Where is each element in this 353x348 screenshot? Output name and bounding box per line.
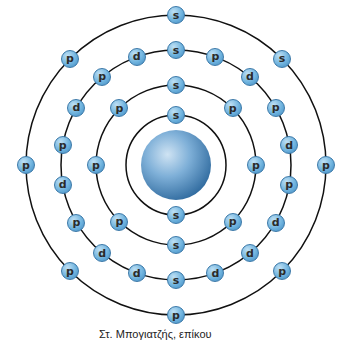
electron-circle: p (61, 50, 79, 68)
orbital-letter: p (172, 310, 180, 321)
electron-circle: s (167, 76, 185, 94)
orbital-letter: p (92, 160, 100, 171)
orbital-letter: p (229, 103, 237, 114)
electron-circle: p (54, 136, 72, 154)
orbital-letter: p (98, 71, 106, 82)
electron-circle: d (206, 264, 224, 282)
electron-circle: p (317, 156, 335, 174)
electron-circle: p (87, 156, 105, 174)
electron-circle: s (167, 41, 185, 59)
orbital-letter: d (211, 268, 219, 279)
orbital-letter: s (173, 275, 180, 286)
orbital-letter: s (173, 10, 180, 21)
electron-circle: p (224, 213, 242, 231)
orbital-letter: d (285, 140, 293, 151)
electron-circle: s (167, 236, 185, 254)
electron-circle: d (241, 244, 259, 262)
electron-circle: p (206, 48, 224, 66)
orbital-letter: p (252, 160, 260, 171)
orbital-letter: p (115, 216, 123, 227)
electron-circle: d (280, 136, 298, 154)
orbital-letter: d (246, 248, 254, 259)
electron-circle: d (128, 264, 146, 282)
electron-circle: p (247, 156, 265, 174)
orbital-letter: d (72, 102, 80, 113)
orbital-letter: d (98, 248, 106, 259)
orbital-letter: p (272, 102, 280, 113)
orbital-letter: s (173, 210, 180, 221)
orbital-letter: p (322, 160, 330, 171)
orbital-letter: s (279, 53, 286, 64)
orbital-letter: d (246, 71, 254, 82)
electron-circle: p (110, 213, 128, 231)
electron-circle: p (93, 68, 111, 86)
orbital-letter: s (173, 45, 180, 56)
author-watermark: Στ. Μπογιατζής, επίκου (97, 328, 214, 340)
electron-circle: p (61, 262, 79, 280)
electron-circle: p (167, 306, 185, 324)
electron-circle: d (54, 176, 72, 194)
electron-circle: d (67, 99, 85, 117)
electron-circle: d (128, 48, 146, 66)
orbital-letter: d (272, 217, 280, 228)
orbital-letter: p (211, 51, 219, 62)
orbital-letter: s (173, 80, 180, 91)
electron-circle: p (267, 99, 285, 117)
electron-circle: s (167, 206, 185, 224)
shell-ring (61, 50, 291, 280)
electron-circle: s (167, 271, 185, 289)
shell-ring (26, 15, 326, 315)
shell-ring (126, 115, 226, 215)
orbital-letter: p (278, 266, 286, 277)
orbital-letter: s (173, 240, 180, 251)
orbital-letter: d (59, 179, 67, 190)
orbital-letter: p (66, 266, 74, 277)
electron-circle: d (241, 68, 259, 86)
electron-circle: s (273, 50, 291, 68)
nucleus (141, 130, 211, 200)
electron-circle: p (224, 99, 242, 117)
orbital-letter: p (66, 53, 74, 64)
electron-circle: p (17, 156, 35, 174)
electron-circle: p (67, 214, 85, 232)
electron-circle: d (267, 214, 285, 232)
orbital-letter: p (22, 160, 30, 171)
orbital-letter: p (285, 179, 293, 190)
electron-circle: s (167, 106, 185, 124)
orbital-letter: p (72, 217, 80, 228)
electron-circle: p (273, 262, 291, 280)
electron-circle: p (110, 99, 128, 117)
orbital-letter: p (59, 140, 67, 151)
orbital-letter: p (229, 216, 237, 227)
electron-circle: d (93, 244, 111, 262)
shell-ring (96, 85, 256, 245)
electron-circle: s (167, 6, 185, 24)
orbital-letter: d (133, 268, 141, 279)
orbital-letter: p (115, 103, 123, 114)
electron-circle: p (280, 176, 298, 194)
orbital-letter: d (133, 51, 141, 62)
orbital-letter: s (173, 110, 180, 121)
